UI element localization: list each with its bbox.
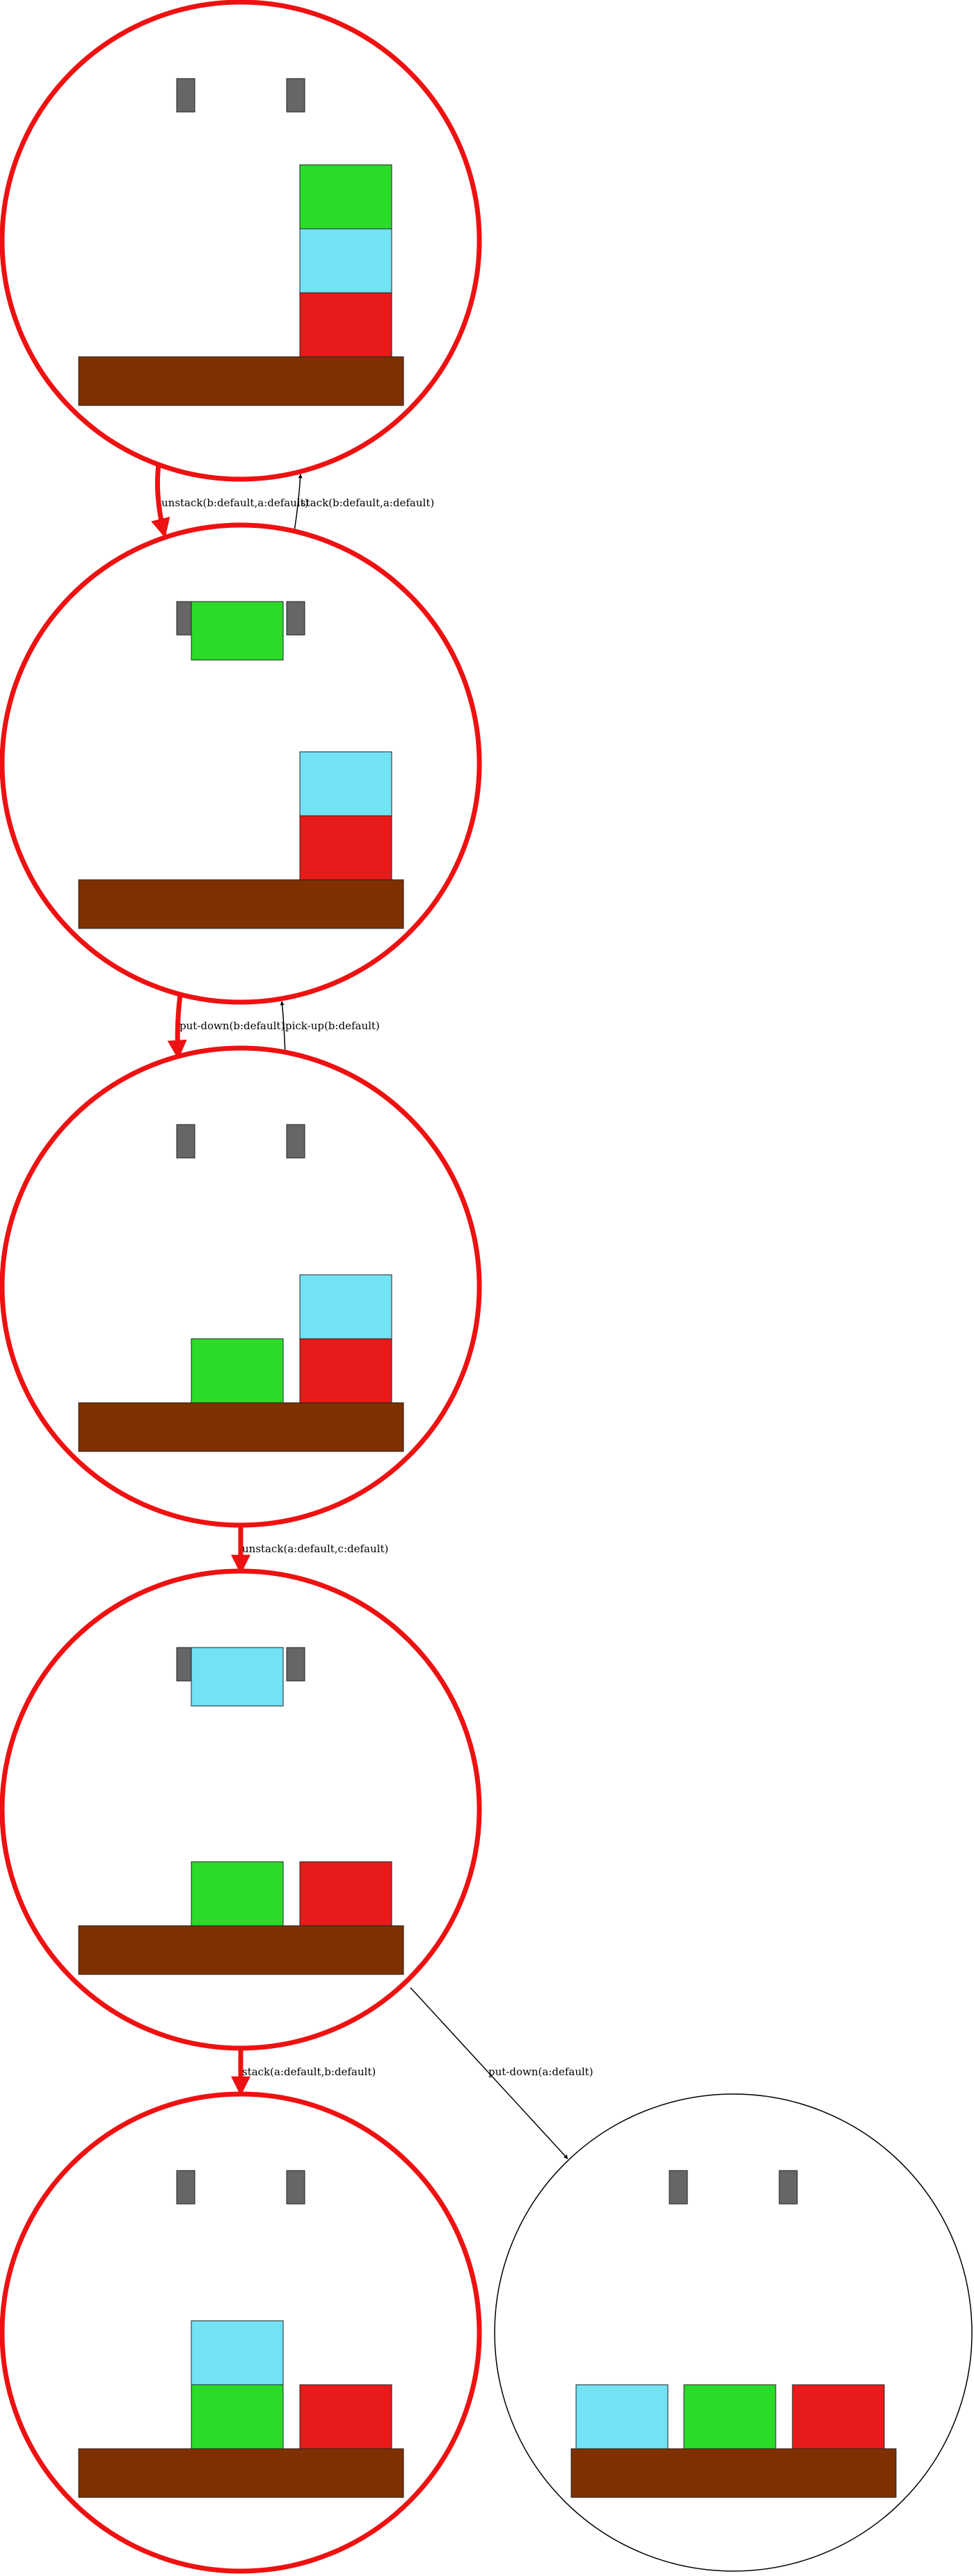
block-green [191, 1338, 284, 1403]
state-circle [0, 522, 482, 1005]
gripper-right [286, 78, 305, 113]
edge-label-e7: put-down(a:default) [488, 2066, 593, 2078]
block-cyan [191, 2320, 284, 2385]
block-red [299, 815, 392, 880]
state-node-s6 [494, 2093, 973, 2572]
gripper-left [669, 2170, 688, 2205]
block-cyan [299, 1274, 392, 1339]
state-node-s3 [0, 1045, 482, 1528]
table [78, 1925, 404, 1975]
labels-layer: unstack(b:default,a:default)stack(b:defa… [161, 497, 593, 2078]
block-green [191, 1861, 284, 1926]
edge-e1 [151, 464, 170, 538]
block-cyan [299, 751, 392, 816]
block-red [299, 292, 392, 357]
edge-label-e1: unstack(b:default,a:default) [161, 497, 309, 509]
state-node-s1 [0, 0, 482, 482]
table [78, 879, 404, 929]
gripper-right [779, 2170, 798, 2205]
gripper-left [176, 1124, 195, 1159]
edge-label-e2: stack(b:default,a:default) [301, 497, 434, 509]
block-red [792, 2384, 885, 2449]
table [78, 2448, 404, 2498]
table [570, 2448, 897, 2498]
gripper-right [286, 1647, 305, 1682]
state-node-s2 [0, 522, 482, 1005]
block-red [299, 1861, 392, 1926]
table [78, 356, 404, 406]
edge-label-e3: put-down(b:default) [179, 1020, 285, 1032]
block-cyan [299, 228, 392, 293]
block-cyan [575, 2384, 669, 2449]
gripper-left [176, 78, 195, 113]
gripper-right [286, 601, 305, 636]
edge-e7 [410, 1987, 568, 2159]
gripper-left [176, 2170, 195, 2205]
table [78, 1402, 404, 1452]
held-block-cyan [191, 1647, 284, 1707]
state-circle [494, 2093, 973, 2572]
edge-label-e6: stack(a:default,b:default) [242, 2066, 376, 2078]
block-red [299, 1338, 392, 1403]
block-red [299, 2384, 392, 2449]
state-circle [0, 1568, 482, 2051]
state-node-s4 [0, 1568, 482, 2051]
state-circle [0, 0, 482, 482]
block-green [191, 2384, 284, 2449]
block-green [299, 164, 392, 230]
gripper-right [286, 1124, 305, 1159]
block-green [683, 2384, 776, 2449]
held-block-green [191, 601, 284, 661]
edge-label-e5: unstack(a:default,c:default) [242, 1543, 388, 1555]
state-node-s5 [0, 2091, 482, 2574]
gripper-right [286, 2170, 305, 2205]
state-circle [0, 1045, 482, 1528]
edge-label-e4: pick-up(b:default) [285, 1020, 380, 1032]
